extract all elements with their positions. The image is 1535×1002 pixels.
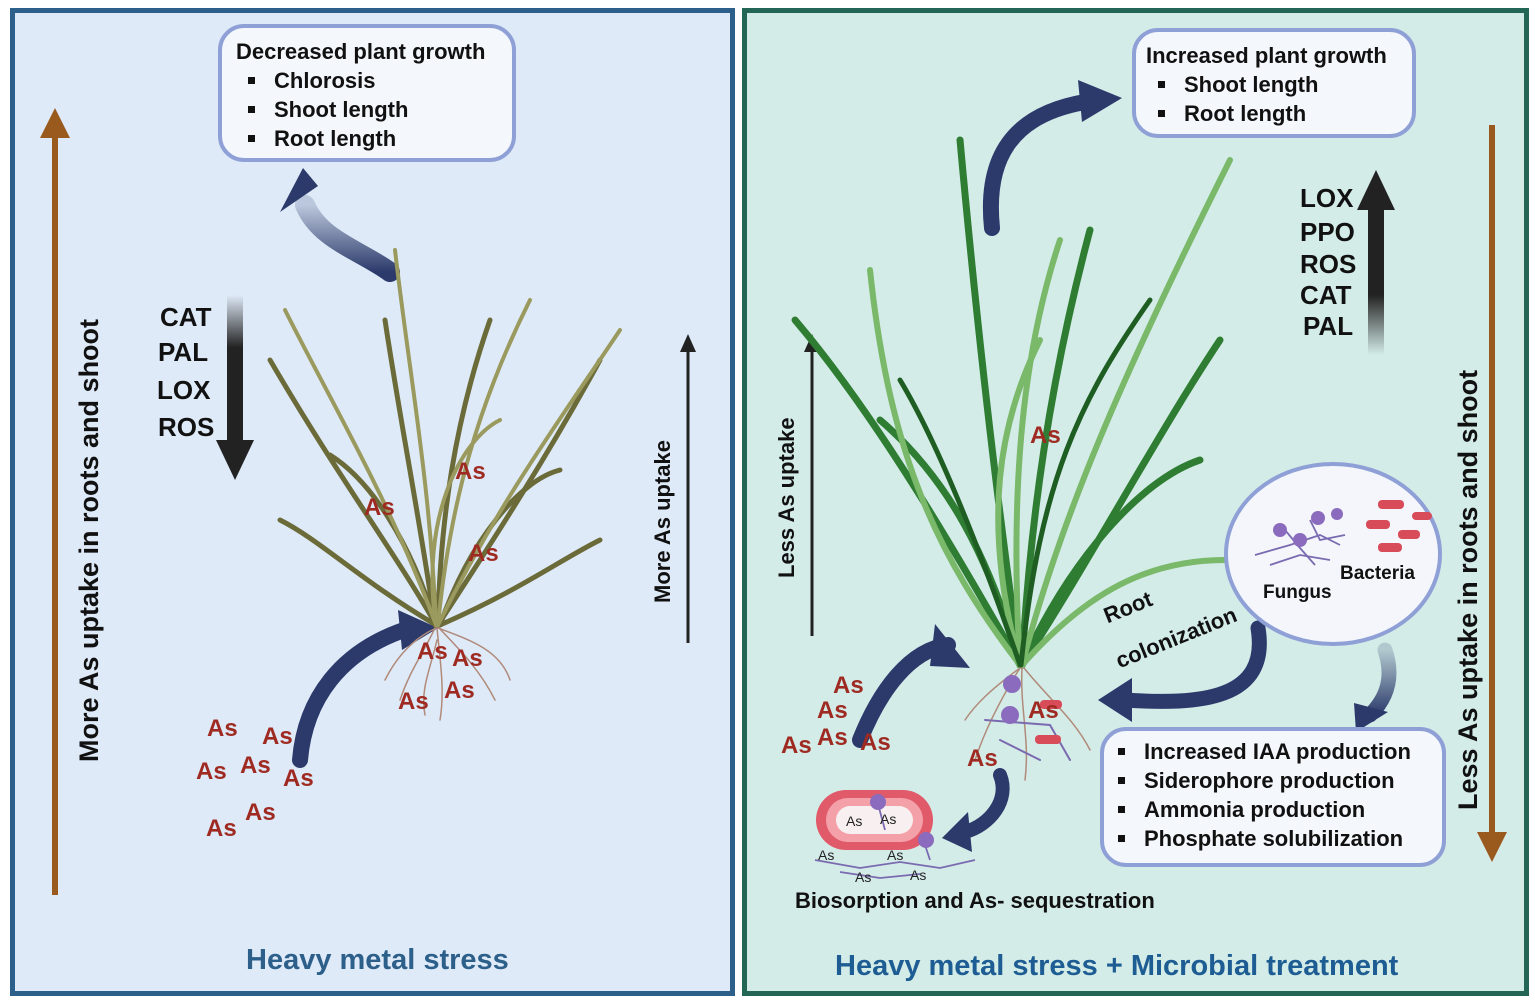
left-effect-item: Shoot length bbox=[236, 95, 512, 124]
as-label: As bbox=[206, 815, 237, 842]
fungus-spore-icon bbox=[1273, 523, 1287, 537]
right-as-uptake-curved-arrow bbox=[852, 624, 970, 748]
biosorption-cell-icon bbox=[814, 790, 976, 879]
cell-as-label: As bbox=[818, 847, 835, 863]
left-enzyme-label: LOX bbox=[157, 375, 211, 405]
as-label: As bbox=[245, 799, 276, 826]
left-growth-curved-arrow bbox=[280, 168, 400, 282]
as-label: As bbox=[398, 688, 429, 715]
benefit-item: Siderophore production bbox=[1106, 766, 1442, 795]
left-uptake-label: More As uptake bbox=[650, 439, 675, 603]
right-plant-illustration bbox=[791, 136, 1233, 781]
left-side-label: More As uptake in roots and shoot bbox=[74, 318, 104, 762]
right-enzyme-label: ROS bbox=[1300, 249, 1357, 279]
right-side-down-arrow bbox=[1477, 125, 1507, 862]
as-label: As bbox=[207, 715, 238, 742]
left-enzyme-label: PAL bbox=[158, 337, 209, 367]
as-label: As bbox=[364, 494, 395, 521]
left-as-uptake-curved-arrow bbox=[292, 610, 438, 768]
root-colonization-arrow bbox=[1098, 620, 1267, 722]
left-enzyme-down-arrow bbox=[216, 295, 254, 480]
as-label: As bbox=[240, 752, 271, 779]
as-label: As bbox=[1028, 697, 1059, 724]
right-effect-item: Root length bbox=[1146, 99, 1412, 128]
right-growth-curved-arrow bbox=[982, 80, 1122, 236]
increased-growth-title: Increased plant growth bbox=[1146, 43, 1387, 68]
as-label: As bbox=[455, 458, 486, 485]
as-label: As bbox=[967, 745, 998, 772]
right-uptake-up-arrow bbox=[804, 334, 820, 636]
right-enzyme-label: CAT bbox=[1300, 280, 1352, 310]
benefits-arrow bbox=[1354, 642, 1397, 732]
as-label: As bbox=[283, 765, 314, 792]
as-label: As bbox=[468, 540, 499, 567]
benefit-item: Ammonia production bbox=[1106, 795, 1442, 824]
as-label: As bbox=[417, 638, 448, 665]
left-effect-item: Chlorosis bbox=[236, 66, 512, 95]
cell-as-label: As bbox=[887, 847, 904, 863]
left-effect-item: Root length bbox=[236, 124, 512, 153]
left-panel-heavy-metal-stress bbox=[10, 8, 735, 996]
decreased-growth-title: Decreased plant growth bbox=[236, 39, 486, 64]
decreased-growth-box: Decreased plant growth Chlorosis Shoot l… bbox=[218, 24, 516, 162]
bacteria-label: Bacteria bbox=[1340, 563, 1415, 584]
as-label: As bbox=[444, 677, 475, 704]
right-enzyme-up-arrow bbox=[1357, 170, 1395, 355]
left-uptake-up-arrow bbox=[680, 334, 696, 643]
fungus-label: Fungus bbox=[1263, 582, 1332, 603]
as-label: As bbox=[817, 697, 848, 724]
left-side-up-arrow bbox=[40, 108, 70, 895]
as-label: As bbox=[1030, 422, 1061, 449]
left-caption: Heavy metal stress bbox=[246, 944, 509, 976]
as-label: As bbox=[860, 729, 891, 756]
microbes-circle bbox=[1224, 462, 1442, 646]
as-label: As bbox=[817, 724, 848, 751]
biosorption-arrow bbox=[942, 768, 1010, 852]
bacteria-icon bbox=[1366, 500, 1432, 552]
right-enzyme-label: LOX bbox=[1300, 183, 1354, 213]
cell-as-label: As bbox=[910, 867, 927, 883]
biosorption-label: Biosorption and As- sequestration bbox=[795, 888, 1155, 913]
as-label: As bbox=[196, 758, 227, 785]
as-label: As bbox=[262, 723, 293, 750]
right-caption: Heavy metal stress + Microbial treatment bbox=[835, 950, 1399, 982]
left-plant-illustration bbox=[267, 248, 622, 721]
as-label: As bbox=[833, 672, 864, 699]
right-enzyme-label: PPO bbox=[1300, 217, 1355, 247]
increased-growth-box: Increased plant growth Shoot length Root… bbox=[1132, 28, 1416, 138]
cell-as-label: As bbox=[846, 813, 863, 829]
right-uptake-label: Less As uptake bbox=[774, 417, 799, 578]
left-enzyme-label: ROS bbox=[158, 412, 215, 442]
as-label: As bbox=[452, 645, 483, 672]
left-enzyme-label: CAT bbox=[160, 302, 212, 332]
as-label: As bbox=[781, 732, 812, 759]
benefit-item: Increased IAA production bbox=[1106, 737, 1442, 766]
cell-as-label: As bbox=[880, 811, 897, 827]
right-enzyme-label: PAL bbox=[1303, 311, 1354, 341]
microbial-benefits-box: Increased IAA production Siderophore pro… bbox=[1100, 727, 1446, 867]
right-side-label: Less As uptake in roots and shoot bbox=[1453, 369, 1483, 810]
right-effect-item: Shoot length bbox=[1146, 70, 1412, 99]
cell-as-label: As bbox=[855, 869, 872, 885]
benefit-item: Phosphate solubilization bbox=[1106, 824, 1442, 853]
